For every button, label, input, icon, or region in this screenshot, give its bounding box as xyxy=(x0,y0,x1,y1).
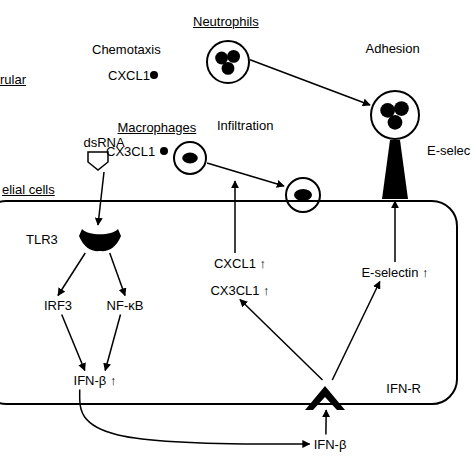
signal-arrow xyxy=(110,253,125,296)
selectin-symbol xyxy=(382,140,408,199)
signal-arrow xyxy=(58,253,85,296)
cell-type-label: elial cells xyxy=(2,182,55,197)
molecule-label: TLR3 xyxy=(26,232,58,247)
receptor-symbol xyxy=(79,229,121,251)
signal-arrow xyxy=(332,282,380,381)
signal-arrow xyxy=(240,300,323,381)
molecule-box: CXCL1 ↑ xyxy=(210,254,271,273)
molecule-label: E-selectin ↑ xyxy=(361,265,428,280)
chemokine-dot xyxy=(160,147,168,155)
molecule-box: E-selectin ↑ xyxy=(357,263,433,282)
macrophage-cell xyxy=(286,178,320,212)
molecule-label: IFN-β ↑ xyxy=(74,373,117,388)
receptor-symbol xyxy=(305,386,345,410)
cell-type-label: Neutrophils xyxy=(193,14,259,29)
chemokine-label: CX3CL1 xyxy=(106,144,155,159)
nucleus-lobe xyxy=(394,101,409,116)
molecule-box: IRF3 xyxy=(40,296,77,315)
endothelial-cell: elial cellsTLR3IRF3NF-κBIFN-β ↑CXCL1 ↑CX… xyxy=(0,200,458,405)
molecule-label: NF-κB xyxy=(107,298,144,313)
molecule-box: CX3CL1 ↑ xyxy=(206,281,274,300)
process-label: Adhesion xyxy=(366,41,420,56)
signal-arrow xyxy=(250,60,370,105)
receptor-box: IFN-R xyxy=(303,380,425,410)
molecule-box: IFN-β xyxy=(310,435,351,454)
neutrophil-cell: Neutrophils xyxy=(206,40,250,84)
signal-arrow xyxy=(62,315,85,371)
molecule-label: IFN-β xyxy=(314,437,347,452)
infiltration-arrow xyxy=(207,163,284,186)
cell-nucleus xyxy=(208,42,248,82)
nucleus-lobe xyxy=(388,115,403,130)
signal-arrow xyxy=(98,172,104,225)
molecule-label: E-selec xyxy=(427,143,470,158)
molecule-label: CX3CL1 ↑ xyxy=(210,283,269,298)
molecule-label: IFN-R xyxy=(386,381,421,396)
macrophage-cell: Macrophages xyxy=(173,141,207,175)
chemokine-dot xyxy=(150,71,158,79)
signal-arrow xyxy=(325,410,327,435)
chemokine-label: CXCL1 xyxy=(108,68,150,83)
expression-arrow xyxy=(394,201,396,262)
receptor-box: TLR3 xyxy=(22,225,124,253)
molecule-box: IFN-β ↑ xyxy=(70,371,121,390)
nucleus-lobe xyxy=(182,153,198,164)
signal-arrow xyxy=(80,390,310,445)
molecule-label: IRF3 xyxy=(44,298,72,313)
secretion-arrow xyxy=(234,181,236,253)
molecule-box: NF-κB xyxy=(103,296,148,315)
signal-arrow xyxy=(105,315,120,371)
region-label: rular xyxy=(0,72,26,87)
molecule-label: CXCL1 ↑ xyxy=(214,256,266,271)
neutrophil-cell: Adhesion xyxy=(370,90,420,140)
nucleus-lobe xyxy=(222,62,235,75)
process-label: Infiltration xyxy=(217,118,273,133)
cell-nucleus xyxy=(175,143,205,173)
cell-nucleus xyxy=(372,92,418,138)
process-label: Chemotaxis xyxy=(92,42,161,57)
dsrna-symbol xyxy=(88,152,108,170)
nucleus-lobe xyxy=(227,50,240,63)
cell-type-label: Macrophages xyxy=(118,120,197,135)
